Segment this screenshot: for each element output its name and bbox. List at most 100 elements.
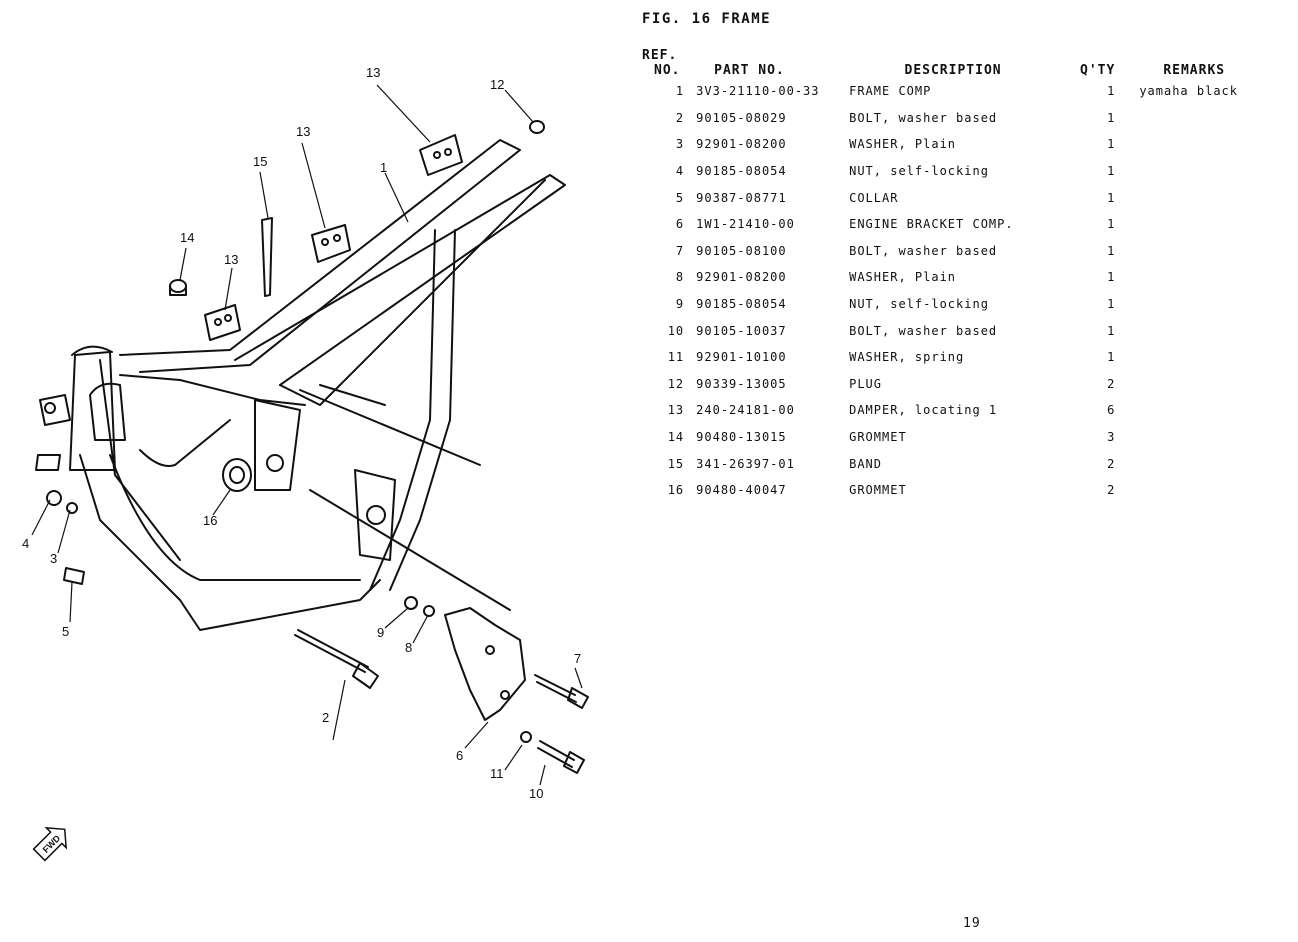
cell-part-no: 92901-10100 — [696, 350, 787, 365]
cell-description: WASHER, Plain — [849, 137, 957, 152]
callout-13-a: 13 — [366, 65, 380, 80]
callout-10: 10 — [529, 786, 543, 801]
header-part-no: PART NO. — [714, 63, 785, 78]
washer-11 — [520, 731, 532, 743]
band-15 — [261, 217, 273, 297]
cross-member-2 — [319, 384, 386, 406]
nut-9 — [404, 596, 418, 610]
cell-part-no: 90480-40047 — [696, 483, 787, 498]
cell-part-no: 341-26397-01 — [696, 456, 795, 471]
cell-part-no: 1W1-21410-00 — [696, 217, 795, 232]
cell-qty: 1 — [1107, 323, 1116, 338]
down-tube-front — [99, 359, 181, 561]
table-row: 9 90185-08054 NUT, self-locking 1 — [640, 291, 1280, 318]
header-qty: Q'TY — [1080, 63, 1116, 78]
cell-qty: 1 — [1107, 217, 1116, 232]
callout-16: 16 — [203, 513, 217, 528]
pivot-plate-right — [354, 469, 396, 561]
table-header-row: REF. NO. PART NO. DESCRIPTION Q'TY REMAR… — [640, 42, 1280, 78]
cell-description: ENGINE BRACKET COMP. — [849, 217, 1014, 232]
cell-remarks — [1133, 371, 1280, 398]
cell-description: FRAME COMP — [849, 84, 932, 99]
cell-remarks — [1133, 450, 1280, 477]
cell-qty: 1 — [1107, 297, 1116, 312]
header-ref-line1: REF. — [642, 48, 678, 63]
swingarm-pivot-plate — [254, 399, 301, 491]
cell-part-no: 90185-08054 — [696, 164, 787, 179]
cell-part-no: 240-24181-00 — [696, 403, 795, 418]
cell-description: BOLT, washer based — [849, 110, 998, 125]
cell-description: NUT, self-locking — [849, 164, 989, 179]
cell-ref-no: 4 — [675, 164, 685, 179]
cell-qty: 2 — [1107, 483, 1116, 498]
header-ref-line2: NO. — [654, 63, 681, 78]
callout-11: 11 — [490, 766, 504, 781]
header-description: DESCRIPTION — [904, 63, 1002, 78]
frame-exploded-diagram: 1 2 3 4 5 6 7 8 9 10 11 12 13 13 13 14 1… — [22, 65, 589, 862]
cross-member — [299, 389, 481, 466]
callout-12: 12 — [490, 77, 504, 92]
callout-2: 2 — [322, 710, 329, 725]
cell-remarks — [1133, 477, 1280, 504]
grommet-14 — [169, 279, 187, 293]
cell-ref-no: 15 — [667, 456, 685, 471]
cell-description: WASHER, spring — [849, 350, 965, 365]
damper-13-b — [311, 224, 351, 263]
grommet-16 — [222, 458, 252, 492]
callout-6: 6 — [456, 748, 463, 763]
cell-ref-no: 8 — [675, 270, 685, 285]
callout-4: 4 — [22, 536, 29, 551]
callout-15: 15 — [253, 154, 267, 169]
cell-description: GROMMET — [849, 430, 907, 445]
cell-ref-no: 5 — [675, 190, 685, 205]
cell-description: COLLAR — [849, 190, 899, 205]
cell-qty: 2 — [1107, 376, 1116, 391]
callout-1: 1 — [380, 160, 387, 175]
cell-part-no: 90480-13015 — [696, 430, 787, 445]
cell-remarks — [1133, 158, 1280, 185]
cell-remarks — [1133, 105, 1280, 132]
cell-qty: 1 — [1107, 270, 1116, 285]
rear-down-tube-2 — [389, 229, 456, 591]
cell-ref-no: 12 — [667, 376, 685, 391]
engine-cradle — [79, 454, 381, 631]
cell-remarks — [1133, 238, 1280, 265]
cell-part-no: 90387-08771 — [696, 190, 787, 205]
cell-qty: 2 — [1107, 456, 1116, 471]
callout-8: 8 — [405, 640, 412, 655]
cell-ref-no: 9 — [675, 297, 685, 312]
cell-qty: 6 — [1107, 403, 1116, 418]
cell-description: NUT, self-locking — [849, 297, 989, 312]
cell-description: BOLT, washer based — [849, 323, 998, 338]
header-ref-no: REF. NO. — [640, 42, 692, 78]
lower-rail — [139, 419, 231, 467]
callout-13-c: 13 — [224, 252, 238, 267]
parts-table: REF. NO. PART NO. DESCRIPTION Q'TY REMAR… — [640, 42, 1280, 504]
cell-qty: 1 — [1107, 137, 1116, 152]
rear-down-tube — [369, 229, 436, 591]
cell-description: WASHER, Plain — [849, 270, 957, 285]
callout-7: 7 — [574, 651, 581, 666]
cell-description: BOLT, washer based — [849, 243, 998, 258]
washer-3 — [66, 502, 78, 514]
cell-part-no: 3V3-21110-00-33 — [696, 84, 820, 99]
bolt-7 — [534, 674, 576, 696]
cell-qty: 3 — [1107, 430, 1116, 445]
collar-5 — [63, 567, 85, 585]
bolt-2 — [294, 634, 366, 673]
cell-qty: 1 — [1107, 164, 1116, 179]
cell-ref-no: 7 — [675, 243, 685, 258]
cell-remarks — [1133, 344, 1280, 371]
cell-part-no: 90185-08054 — [696, 297, 787, 312]
cell-part-no: 90105-10037 — [696, 323, 787, 338]
cell-qty: 1 — [1107, 350, 1116, 365]
cell-remarks: yamaha black — [1139, 84, 1239, 99]
